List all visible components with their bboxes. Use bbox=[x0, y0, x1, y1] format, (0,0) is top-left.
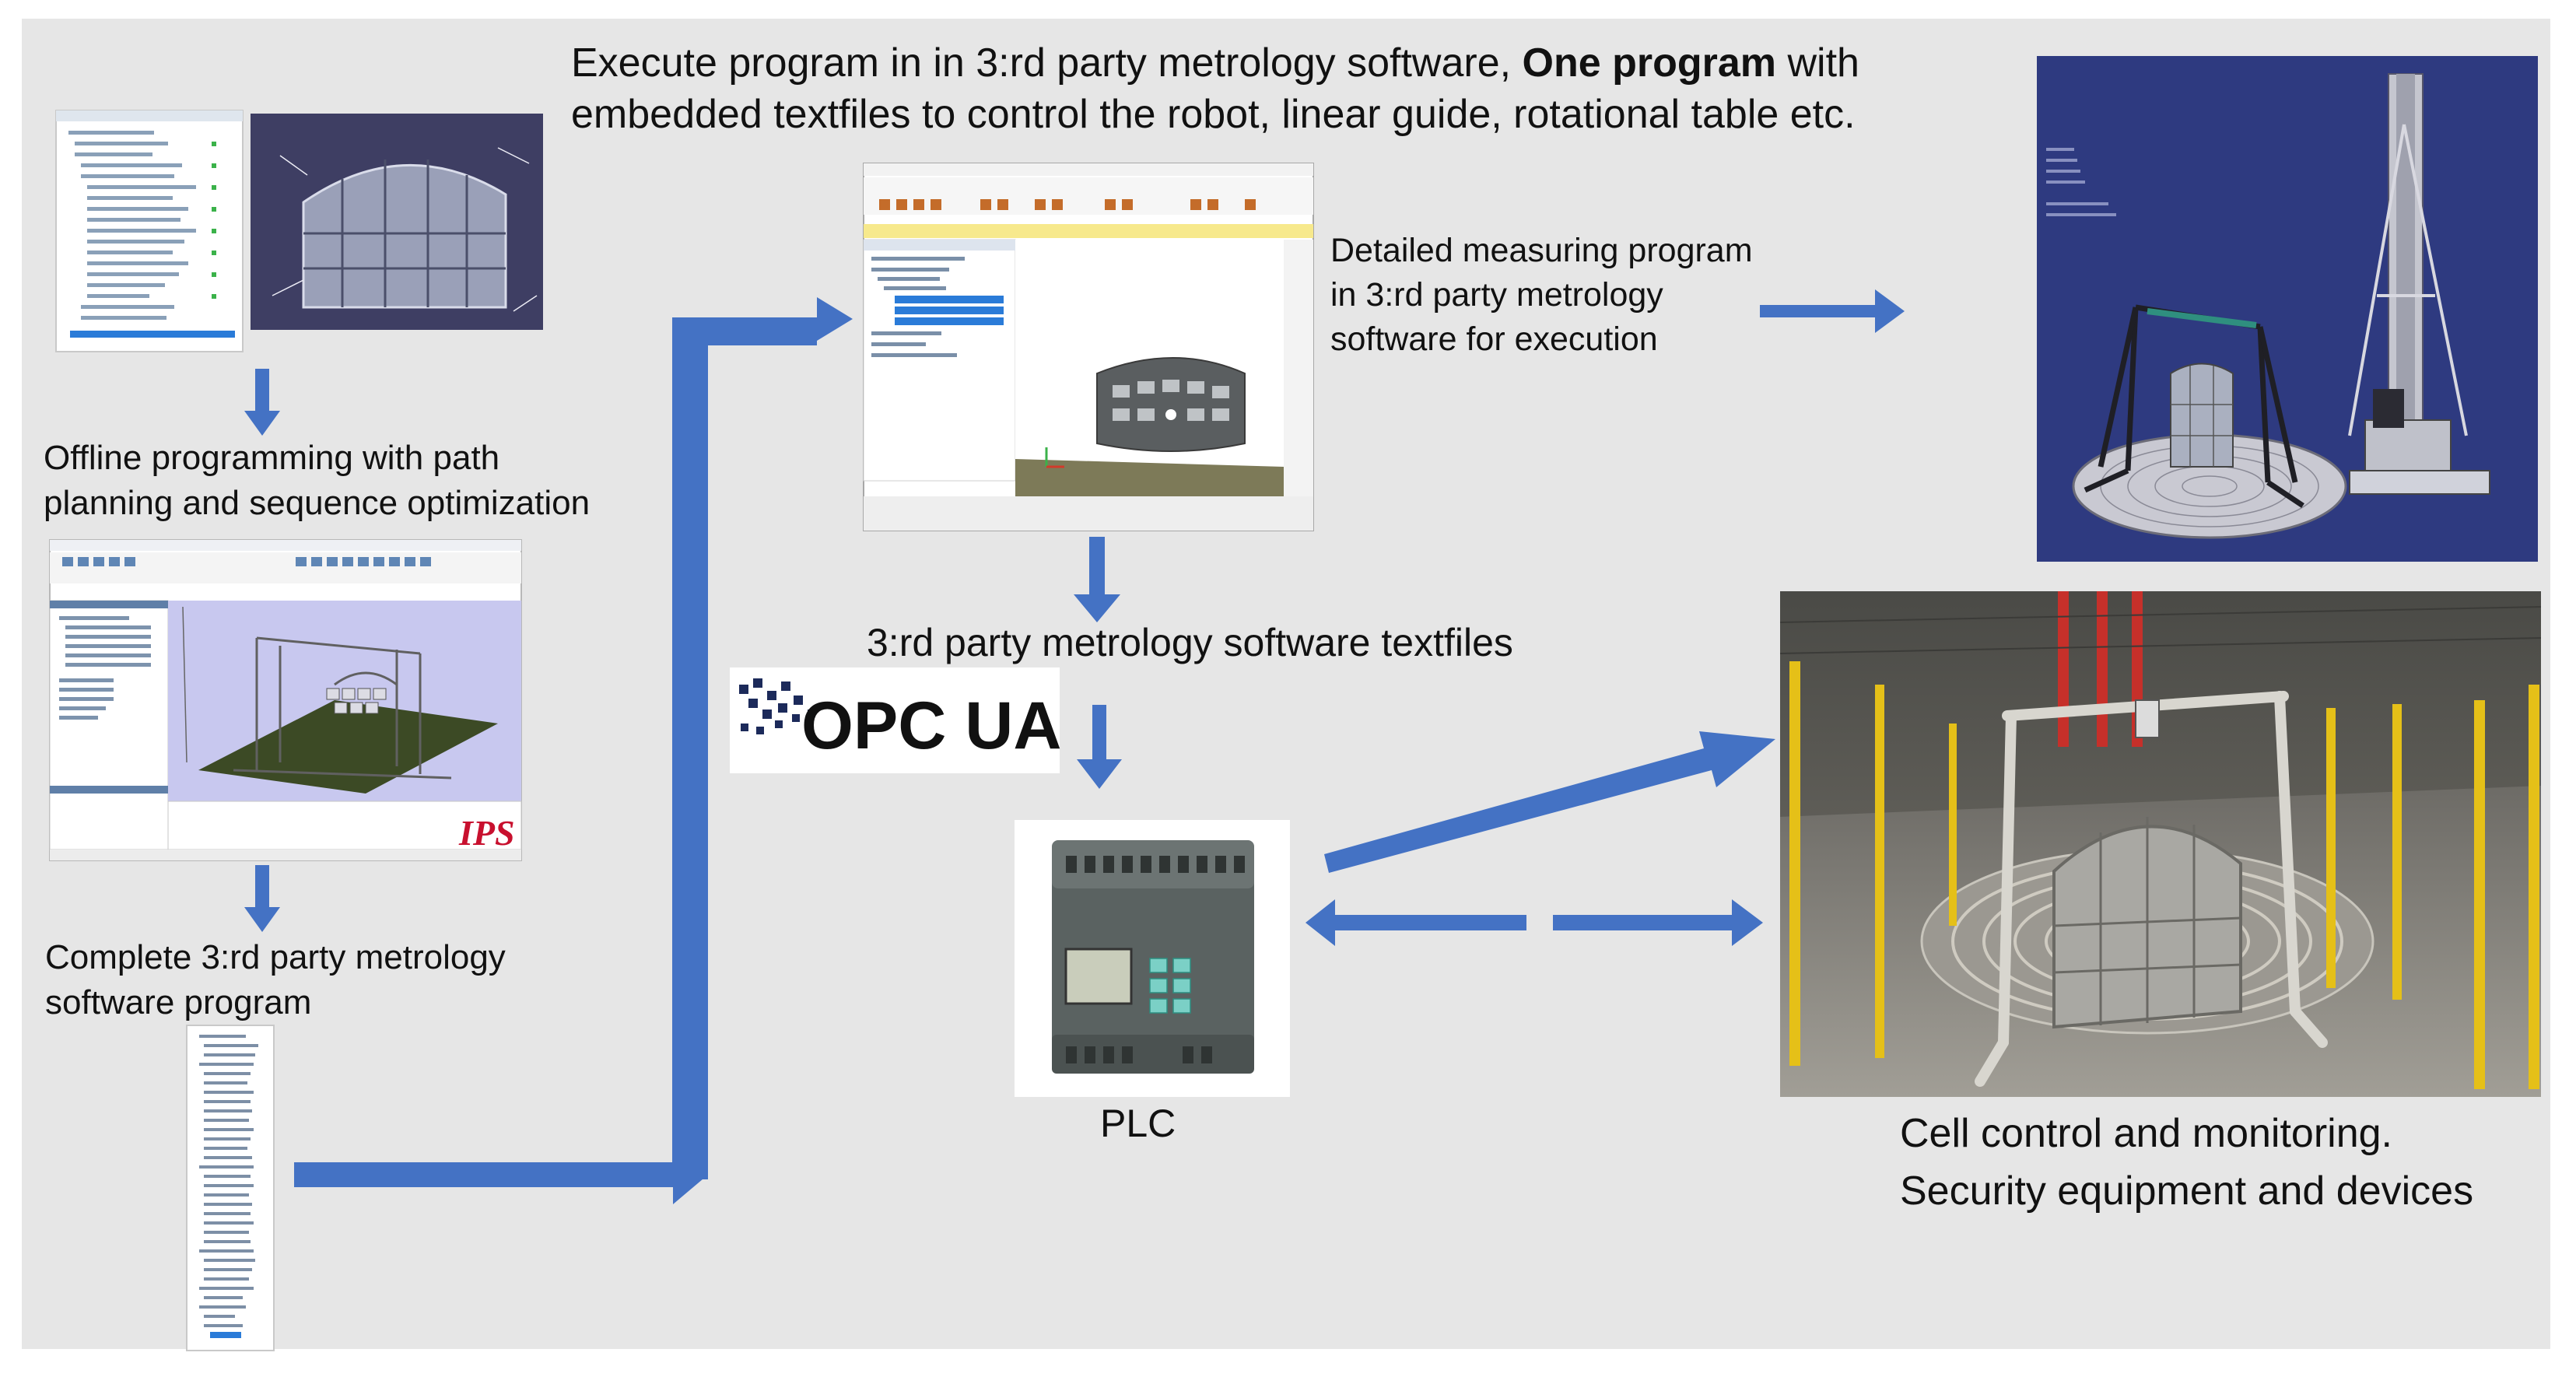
program-tree-screenshot bbox=[186, 1025, 275, 1351]
arrow-icon bbox=[1306, 899, 1526, 946]
offline-programming-label: Offline programming with path planning a… bbox=[44, 439, 591, 522]
textfiles-label: 3:rd party metrology software textfiles bbox=[867, 621, 1513, 664]
svg-text:OPC UA: OPC UA bbox=[801, 688, 1061, 763]
arrow-icon bbox=[672, 297, 853, 1179]
header-text: Execute program in in 3:rd party metrolo… bbox=[571, 37, 1859, 140]
complete-program-label: Complete 3:rd party metrology software p… bbox=[45, 938, 506, 1021]
arrow-icon bbox=[1077, 705, 1122, 789]
header-line-2: embedded textfiles to control the robot,… bbox=[571, 92, 1856, 137]
ips-logo: IPS bbox=[458, 813, 515, 853]
arrow-icon bbox=[1074, 537, 1120, 622]
header-line-1: Execute program in in 3:rd party metrolo… bbox=[571, 40, 1859, 86]
ips-screenshot bbox=[49, 539, 522, 861]
arrow-icon bbox=[1760, 289, 1905, 333]
opc-ua-logo-icon: OPC UA bbox=[730, 667, 1061, 773]
arrow-icon bbox=[244, 865, 280, 932]
metrology-software-screenshot bbox=[863, 163, 1314, 531]
arrow-icon bbox=[294, 1145, 708, 1204]
arrow-icon bbox=[1324, 731, 1775, 873]
cad-part-render bbox=[251, 114, 543, 330]
cad-tree-screenshot bbox=[55, 110, 244, 352]
measurement-cell-photo bbox=[1779, 591, 2542, 1097]
plc-device-icon bbox=[1015, 820, 1290, 1097]
arrow-icon bbox=[244, 369, 280, 436]
cad-rig-render bbox=[2037, 56, 2538, 562]
arrow-icon bbox=[1553, 899, 1763, 946]
arrows bbox=[244, 289, 1905, 1204]
plc-label: PLC bbox=[1100, 1102, 1176, 1145]
detailed-program-label: Detailed measuring program in 3:rd party… bbox=[1330, 232, 1753, 358]
cell-control-label: Cell control and monitoring. Security eq… bbox=[1900, 1111, 2474, 1214]
